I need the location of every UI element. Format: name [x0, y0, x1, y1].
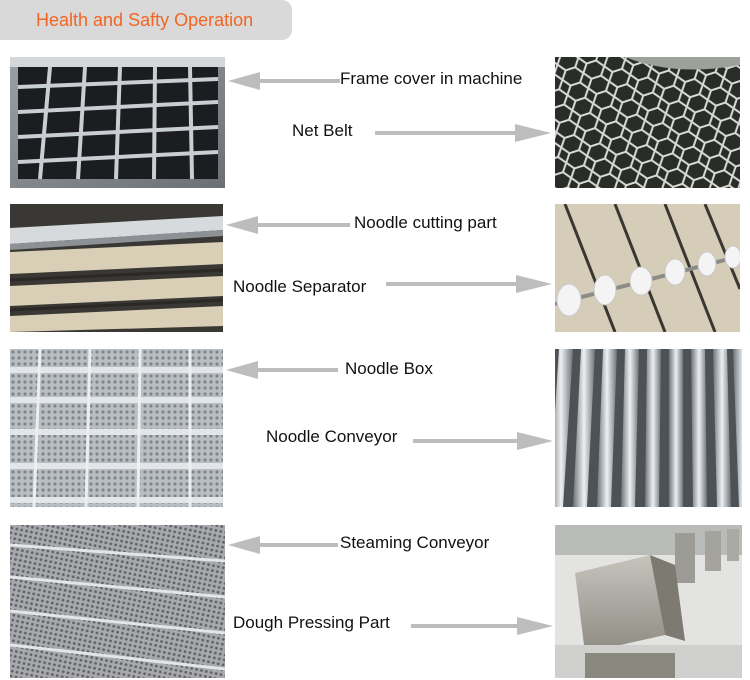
part-label-noodle-conveyor: Noodle Conveyor — [266, 427, 398, 446]
noodle-cutting-photo — [10, 204, 223, 332]
arrow-left-icon — [228, 72, 340, 90]
arrow-right-icon — [411, 617, 553, 635]
part-label-noodle-separator: Noodle Separator — [233, 277, 367, 296]
section-title: Health and Safty Operation — [36, 10, 254, 30]
noodle-conveyor-photo — [555, 349, 742, 507]
grid-frame-photo — [10, 57, 225, 188]
part-label-frame-cover: Frame cover in machine — [340, 69, 523, 88]
noodle-separator-photo — [555, 204, 740, 332]
part-label-dough-pressing: Dough Pressing Part — [233, 613, 390, 632]
arrow-right-icon — [375, 124, 551, 142]
arrow-right-icon — [386, 275, 552, 293]
noodle-box-photo — [10, 349, 223, 507]
section-header: Health and Safty Operation — [0, 0, 292, 40]
part-label-net-belt: Net Belt — [292, 121, 353, 140]
steaming-conveyor-photo — [10, 525, 225, 678]
arrow-left-icon — [226, 216, 350, 234]
part-label-noodle-box: Noodle Box — [345, 359, 433, 378]
part-label-steaming-conveyor: Steaming Conveyor — [340, 533, 490, 552]
net-belt-photo — [555, 57, 740, 188]
arrow-left-icon — [226, 361, 338, 379]
arrow-left-icon — [228, 536, 338, 554]
arrow-right-icon — [413, 432, 553, 450]
part-label-noodle-cutting: Noodle cutting part — [354, 213, 497, 232]
dough-pressing-photo — [555, 525, 742, 678]
